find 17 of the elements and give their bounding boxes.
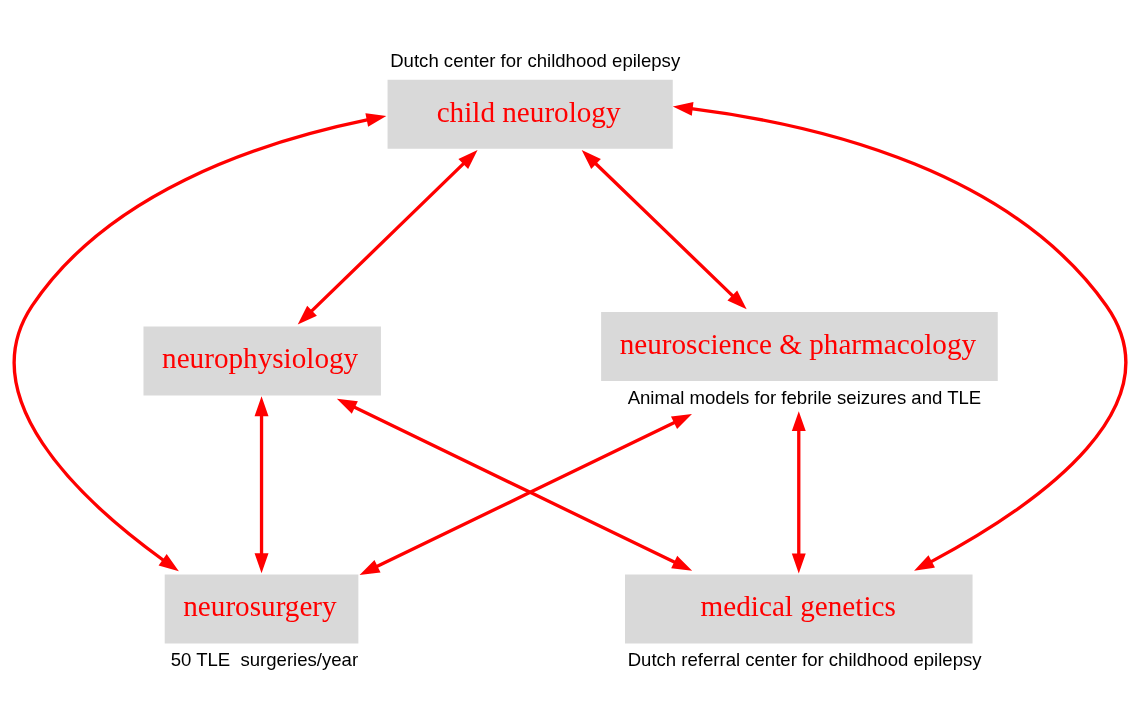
- arrow: [581, 149, 747, 309]
- node-label: Animal models for febrile seizures and TLE: [627, 386, 982, 408]
- arrow: [672, 101, 1127, 571]
- node-box: neurophysiology: [143, 326, 381, 395]
- arrow: [336, 398, 693, 571]
- arrow: [254, 395, 269, 573]
- node-box: child neurology: [387, 79, 673, 149]
- arrow: [359, 413, 692, 575]
- arrow: [13, 112, 387, 571]
- arrow: [297, 149, 478, 325]
- node-box: medical genetics: [625, 574, 973, 644]
- node-box: neuroscience & pharmacology: [601, 311, 998, 381]
- node-box: neurosurgery: [164, 574, 359, 644]
- node-label: 50 TLE surgeries/year: [170, 648, 359, 670]
- arrow: [791, 410, 806, 574]
- node-label: Dutch center for childhood epilepsy: [390, 49, 681, 71]
- node-label: Dutch referral center for childhood epilepsy: [627, 648, 982, 670]
